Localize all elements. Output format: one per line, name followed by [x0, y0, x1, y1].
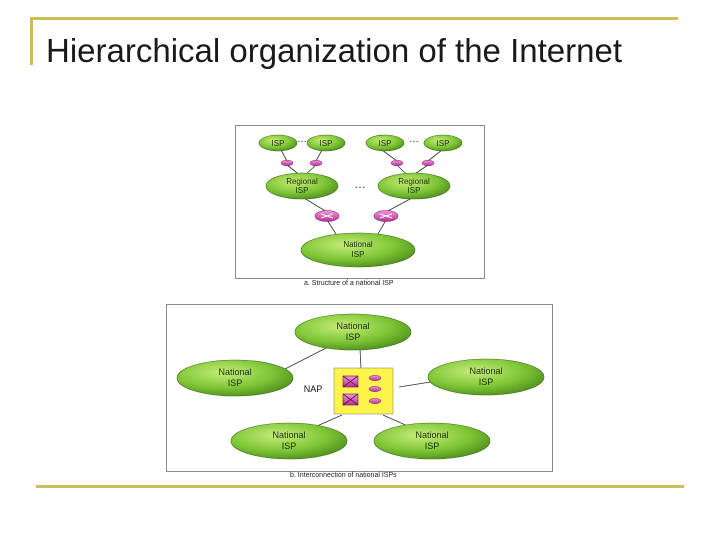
national-isp-node: National ISP — [294, 313, 412, 351]
national-isp-label-line1: National — [415, 430, 448, 440]
national-isp-label-line2: ISP — [425, 441, 440, 451]
national-isp-node: National ISP — [300, 232, 416, 268]
bottom-accent-rule — [36, 485, 684, 488]
figure-a-diagram: ISP ISP ISP ISP … … … Regional ISP — [258, 134, 463, 268]
isp-node: ISP — [423, 134, 463, 152]
switch-icon — [342, 393, 359, 406]
regional-isp-node: Regional ISP — [265, 172, 339, 200]
isp-label: ISP — [272, 139, 285, 148]
national-isp-label-line2: ISP — [479, 377, 494, 387]
national-isp-node: National ISP — [427, 358, 545, 396]
router-icon — [373, 210, 399, 222]
national-isp-label-line1: National — [218, 367, 251, 377]
router-icon — [280, 159, 435, 167]
national-isp-label-line1: National — [272, 430, 305, 440]
national-isp-label-line1: National — [336, 321, 369, 331]
regional-isp-node: Regional ISP — [377, 172, 451, 200]
figure-national-isp-interconnection: National ISP National ISP National ISP N… — [166, 304, 553, 472]
regional-isp-label-line1: Regional — [398, 177, 430, 186]
national-isp-label-line2: ISP — [228, 378, 243, 388]
ellipsis: … — [409, 134, 419, 145]
isp-label: ISP — [437, 139, 450, 148]
national-isp-label-line1: National — [469, 366, 502, 376]
figure-a-caption: a. Structure of a national ISP — [304, 280, 394, 287]
router-icon — [368, 375, 382, 404]
nap-box — [333, 367, 394, 415]
ellipsis: … — [354, 177, 366, 191]
national-isp-label-line2: ISP — [282, 441, 297, 451]
links-a — [280, 149, 443, 235]
switch-icon — [342, 375, 359, 388]
router-icon — [314, 210, 340, 222]
national-isp-label-line2: ISP — [352, 250, 365, 259]
national-isp-node: National ISP — [230, 422, 348, 460]
nap-label: NAP — [304, 384, 323, 394]
national-isp-node: National ISP — [373, 422, 491, 460]
top-accent-rule — [30, 17, 678, 20]
regional-isp-label-line2: ISP — [408, 186, 421, 195]
isp-node: ISP — [365, 134, 405, 152]
isp-label: ISP — [320, 139, 333, 148]
slide-title: Hierarchical organization of the Interne… — [46, 32, 622, 69]
isp-node: ISP — [306, 134, 346, 152]
national-isp-label-line2: ISP — [346, 332, 361, 342]
regional-isp-label-line1: Regional — [286, 177, 318, 186]
ellipsis: … — [297, 134, 307, 145]
figure-national-isp-structure: ISP ISP ISP ISP … … … Regional ISP — [235, 125, 485, 279]
national-isp-label-line1: National — [343, 240, 373, 249]
figure-b-diagram: National ISP National ISP National ISP N… — [176, 313, 545, 460]
isp-node: ISP — [258, 134, 298, 152]
figure-b-caption: b. Interconnection of national ISPs — [290, 472, 397, 479]
left-accent-rule — [30, 17, 33, 65]
regional-isp-label-line2: ISP — [296, 186, 309, 195]
isp-label: ISP — [379, 139, 392, 148]
national-isp-node: National ISP — [176, 359, 294, 397]
